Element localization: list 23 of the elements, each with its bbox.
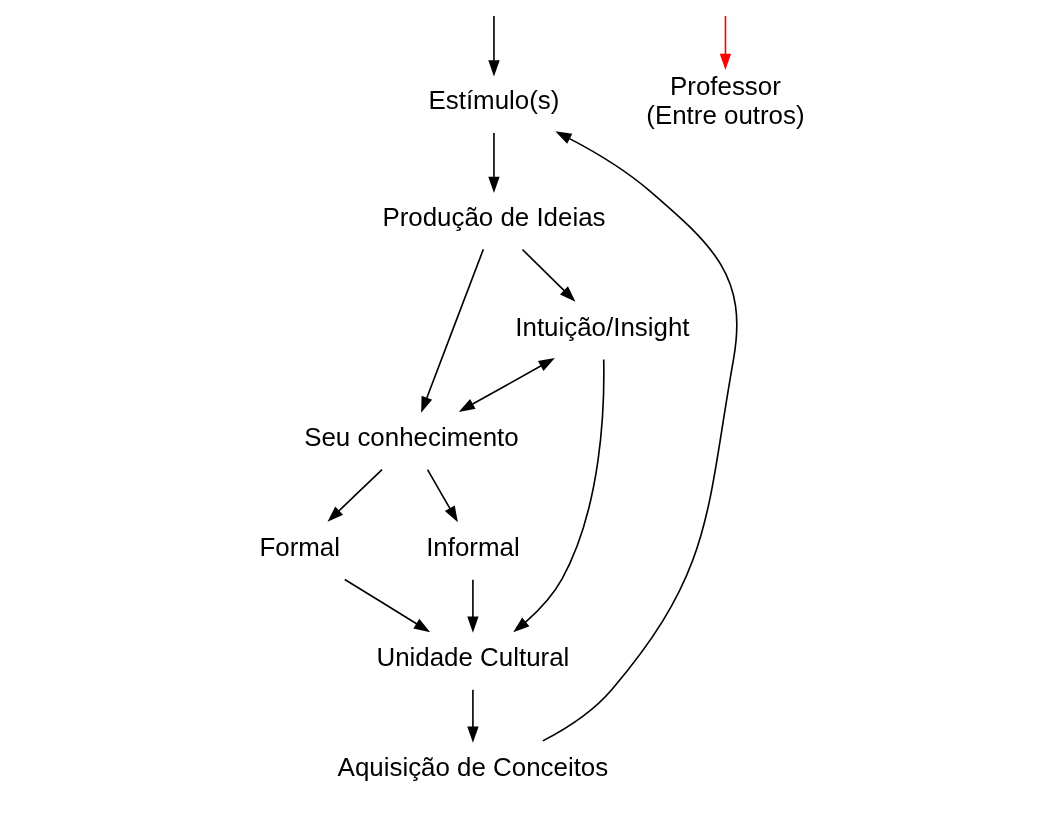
arrow	[458, 358, 555, 412]
arrow	[467, 689, 479, 743]
arrow	[327, 468, 383, 522]
arrow	[719, 15, 732, 70]
arrow	[542, 131, 738, 742]
node-text: Professor	[670, 71, 781, 100]
arrow	[467, 578, 479, 633]
node-text: Intuição/Insight	[515, 313, 690, 342]
node-text: Unidade Cultural	[376, 643, 570, 672]
arrow	[521, 248, 576, 302]
node-label: (Entre outros)	[646, 100, 805, 129]
node-text: Aquisição de Conceitos	[337, 753, 609, 782]
node-text: Estímulo(s)	[428, 86, 560, 115]
arrow	[421, 248, 485, 413]
arrow	[488, 15, 500, 77]
arrow	[343, 578, 431, 633]
node-text: Formal	[259, 533, 340, 562]
node-text: Produção de Ideias	[382, 202, 606, 231]
arrow	[488, 132, 500, 193]
node-text: Seu conhecimento	[304, 423, 519, 452]
arrow	[513, 358, 605, 633]
node-text: Informal	[426, 533, 520, 562]
arrow	[426, 468, 458, 523]
